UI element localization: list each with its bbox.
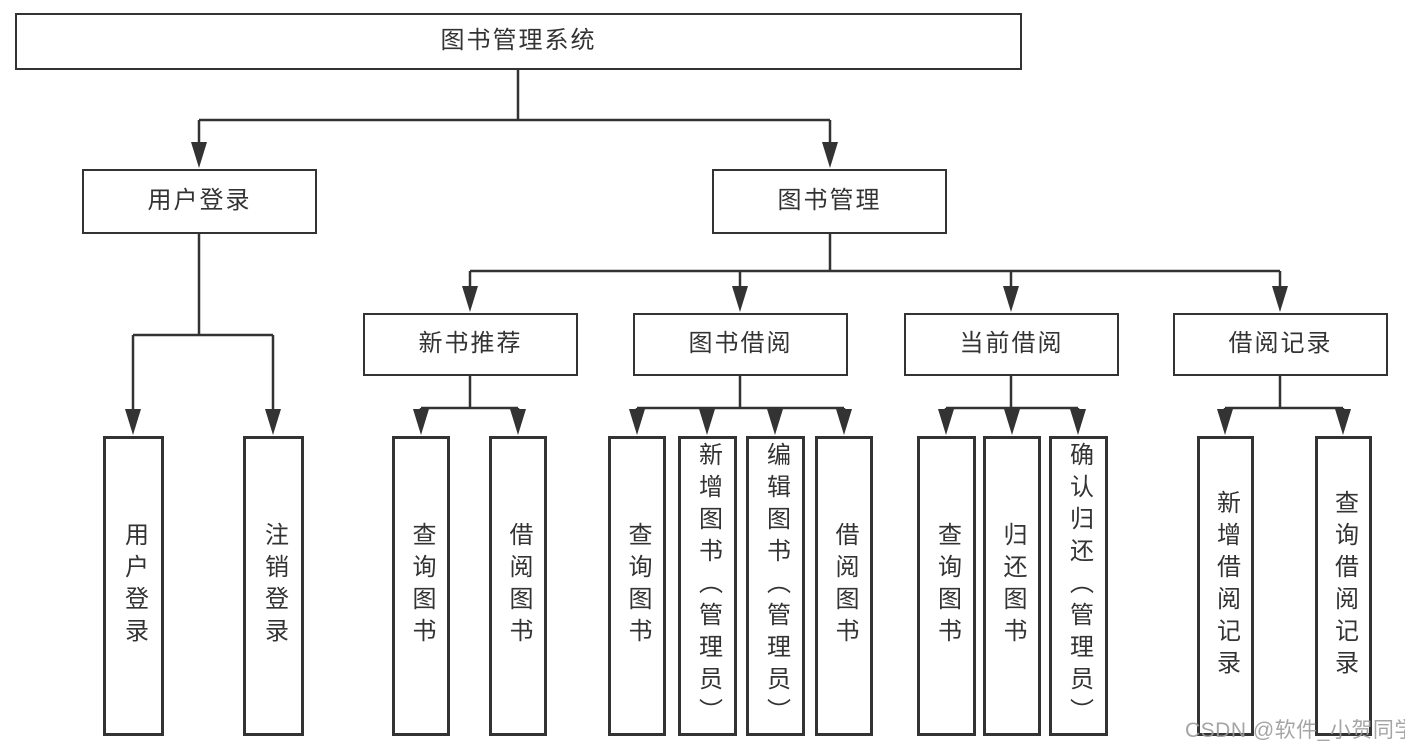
- connector-bookmgmt-to-level3: [462, 234, 1288, 312]
- leaf-borrow-borrow-book-label: 借阅图书: [831, 522, 858, 650]
- connector-bookborrow-to-leaves: [629, 376, 852, 435]
- arrow-down-icon: [1272, 286, 1288, 312]
- arrow-down-icon: [732, 286, 748, 312]
- leaf-newbook-query-book-label: 查询图书: [408, 522, 435, 650]
- leaf-logout-label: 注销登录: [260, 522, 288, 650]
- leaf-current-return-book-label: 归还图书: [999, 522, 1026, 650]
- leaf-record-add: 新增借阅记录: [1197, 436, 1254, 736]
- node-user-login: 用户登录: [82, 169, 317, 234]
- arrow-down-icon: [836, 409, 852, 435]
- arrow-down-icon: [125, 409, 141, 435]
- node-user-login-label: 用户登录: [147, 187, 252, 215]
- leaf-borrow-add-book-admin: 新增图书（管理员）: [678, 436, 737, 736]
- arrow-down-icon: [629, 409, 645, 435]
- node-book-management-label: 图书管理: [777, 187, 882, 215]
- leaf-record-query-label: 查询借阅记录: [1330, 490, 1358, 682]
- leaf-current-confirm-return-admin-label: 确认归还（管理员）: [1065, 442, 1093, 730]
- connector-root-to-level2: [191, 70, 838, 168]
- arrow-down-icon: [191, 142, 207, 168]
- node-root-label: 图书管理系统: [440, 27, 597, 55]
- leaf-record-query: 查询借阅记录: [1315, 436, 1372, 736]
- leaf-record-add-label: 新增借阅记录: [1212, 490, 1240, 682]
- arrow-down-icon: [1335, 409, 1351, 435]
- node-new-book-recommend-label: 新书推荐: [418, 330, 523, 358]
- leaf-user-login: 用户登录: [103, 436, 164, 736]
- leaf-borrow-edit-book-admin: 编辑图书（管理员）: [746, 436, 805, 736]
- leaf-borrow-borrow-book: 借阅图书: [815, 436, 873, 736]
- leaf-newbook-borrow-book-label: 借阅图书: [505, 522, 532, 650]
- connector-userlogin-to-leaves: [125, 234, 281, 435]
- arrow-down-icon: [1004, 409, 1020, 435]
- node-new-book-recommend: 新书推荐: [363, 313, 578, 376]
- leaf-current-confirm-return-admin: 确认归还（管理员）: [1049, 436, 1108, 736]
- arrow-down-icon: [767, 409, 783, 435]
- arrow-down-icon: [510, 409, 526, 435]
- leaf-newbook-borrow-book: 借阅图书: [489, 436, 547, 736]
- leaf-newbook-query-book: 查询图书: [392, 436, 450, 736]
- leaf-borrow-query-book: 查询图书: [608, 436, 666, 736]
- arrow-down-icon: [1217, 409, 1233, 435]
- node-book-borrow: 图书借阅: [633, 313, 848, 376]
- csdn-watermark: CSDN @软件_小贺同学: [1185, 719, 1405, 742]
- arrow-down-icon: [413, 409, 429, 435]
- node-current-borrow: 当前借阅: [904, 313, 1119, 376]
- arrow-down-icon: [822, 142, 838, 168]
- arrow-down-icon: [265, 409, 281, 435]
- leaf-borrow-query-book-label: 查询图书: [624, 522, 651, 650]
- node-root: 图书管理系统: [15, 13, 1022, 70]
- arrow-down-icon: [1003, 286, 1019, 312]
- connector-currentborrow-to-leaves: [938, 376, 1086, 435]
- arrow-down-icon: [462, 286, 478, 312]
- leaf-current-query-book-label: 查询图书: [933, 522, 961, 650]
- connector-borrowrecord-to-leaves: [1217, 376, 1351, 435]
- leaf-current-return-book: 归还图书: [983, 436, 1041, 736]
- leaf-borrow-add-book-admin-label: 新增图书（管理员）: [694, 442, 722, 730]
- arrow-down-icon: [699, 409, 715, 435]
- node-book-borrow-label: 图书借阅: [688, 330, 793, 358]
- node-borrow-record: 借阅记录: [1173, 313, 1388, 376]
- node-book-management: 图书管理: [712, 169, 947, 234]
- node-current-borrow-label: 当前借阅: [959, 330, 1064, 358]
- leaf-user-login-label: 用户登录: [120, 522, 148, 650]
- connector-newbook-to-leaves: [413, 376, 526, 435]
- arrow-down-icon: [938, 409, 954, 435]
- leaf-logout: 注销登录: [243, 436, 304, 736]
- leaf-borrow-edit-book-admin-label: 编辑图书（管理员）: [762, 442, 790, 730]
- leaf-current-query-book: 查询图书: [917, 436, 976, 736]
- arrow-down-icon: [1070, 409, 1086, 435]
- node-borrow-record-label: 借阅记录: [1228, 330, 1333, 358]
